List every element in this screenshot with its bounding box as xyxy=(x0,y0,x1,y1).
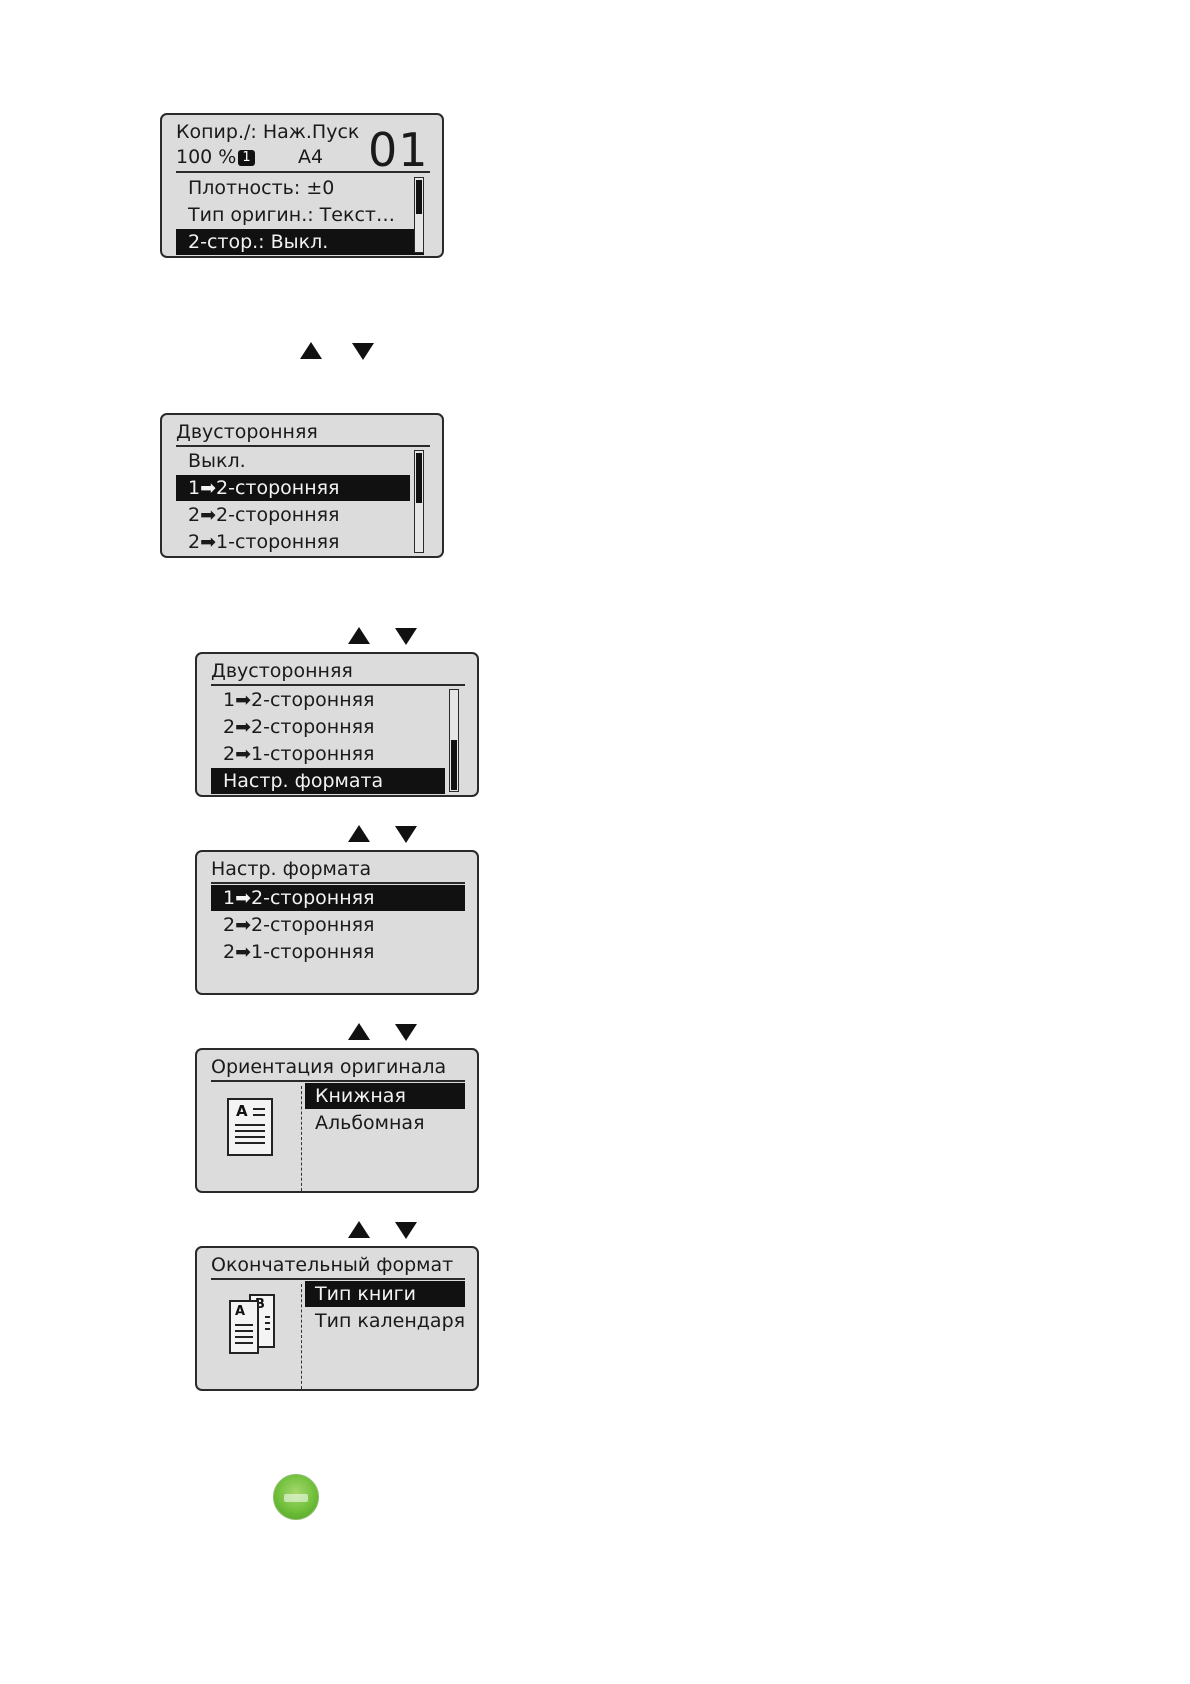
doc-line xyxy=(253,1114,265,1116)
down-arrow-icon xyxy=(395,826,417,843)
down-arrow-icon xyxy=(395,1222,417,1239)
lcd-two-sided-menu: Двусторонняя Выкл. 1➡2-сторонняя 2➡2-сто… xyxy=(160,413,444,558)
option-2-to-2-sided[interactable]: 2➡2-сторонняя xyxy=(223,914,375,936)
lcd-row-two-sided[interactable]: 2-стор.: Выкл. xyxy=(176,229,424,255)
option-1-to-2-sided[interactable]: 1➡2-сторонняя xyxy=(176,475,410,501)
lcd-title: Двусторонняя xyxy=(176,419,430,447)
doc-line xyxy=(265,1316,270,1318)
doc-letter: B xyxy=(255,1297,265,1312)
lcd-row-density[interactable]: Плотность: ±0 xyxy=(188,177,335,199)
lcd-title: Окончательный формат xyxy=(211,1252,465,1280)
header-divider xyxy=(176,171,430,173)
doc-line xyxy=(235,1136,265,1138)
up-arrow-icon xyxy=(300,342,322,359)
paper-source-badge: 1 xyxy=(238,150,255,166)
lcd-format-settings: Настр. формата 1➡2-сторонняя 2➡2-сторонн… xyxy=(195,850,479,995)
copy-header-text: Копир./: Наж.Пуск xyxy=(176,121,360,143)
lcd-two-sided-menu-scrolled: Двусторонняя 1➡2-сторонняя 2➡2-сторонняя… xyxy=(195,652,479,797)
lcd-finishing-format: Окончательный формат B A Тип книги Тип к… xyxy=(195,1246,479,1391)
green-round-icon xyxy=(273,1474,319,1520)
down-arrow-icon xyxy=(395,628,417,645)
up-arrow-icon xyxy=(348,627,370,644)
up-arrow-icon xyxy=(348,825,370,842)
down-arrow-icon xyxy=(395,1024,417,1041)
scrollbar[interactable] xyxy=(414,450,424,553)
doc-line xyxy=(265,1322,270,1324)
option-2-to-1-sided[interactable]: 2➡1-сторонняя xyxy=(188,531,340,553)
option-2-to-2-sided[interactable]: 2➡2-сторонняя xyxy=(188,504,340,526)
copies-count: 01 xyxy=(368,123,429,177)
lcd-original-orientation: Ориентация оригинала A Книжная Альбомная xyxy=(195,1048,479,1193)
lcd-title: Настр. формата xyxy=(211,856,465,884)
doc-line xyxy=(235,1324,253,1326)
lcd-copy-main: Копир./: Наж.Пуск 100 %1 A4 01 Плотность… xyxy=(160,113,444,258)
doc-letter: A xyxy=(236,1102,248,1120)
option-2-to-1-sided[interactable]: 2➡1-сторонняя xyxy=(223,743,375,765)
scrollbar[interactable] xyxy=(414,177,424,253)
zoom-value: 100 % xyxy=(176,146,237,168)
option-off[interactable]: Выкл. xyxy=(188,450,246,472)
portrait-document-icon: A xyxy=(227,1098,273,1156)
pane-divider xyxy=(301,1086,302,1191)
doc-line xyxy=(235,1130,265,1132)
down-arrow-icon xyxy=(352,343,374,360)
up-arrow-icon xyxy=(348,1221,370,1238)
book-front-page: A xyxy=(229,1300,259,1354)
doc-line xyxy=(235,1124,265,1126)
option-book-type[interactable]: Тип книги xyxy=(305,1281,465,1307)
doc-line xyxy=(235,1142,265,1144)
option-portrait[interactable]: Книжная xyxy=(305,1083,465,1109)
pane-divider xyxy=(301,1284,302,1389)
book-layout-icon: B A xyxy=(229,1294,277,1354)
doc-line xyxy=(265,1328,270,1330)
option-1-to-2-sided[interactable]: 1➡2-сторонняя xyxy=(211,885,465,911)
scroll-thumb[interactable] xyxy=(416,453,422,503)
lcd-title: Ориентация оригинала xyxy=(211,1054,465,1082)
option-format-settings[interactable]: Настр. формата xyxy=(211,768,445,794)
doc-line xyxy=(235,1342,253,1344)
doc-line xyxy=(253,1108,265,1110)
option-2-to-1-sided[interactable]: 2➡1-сторонняя xyxy=(223,941,375,963)
lcd-row-original-type[interactable]: Тип оригин.: Текст… xyxy=(188,204,395,226)
up-arrow-icon xyxy=(348,1023,370,1040)
option-landscape[interactable]: Альбомная xyxy=(315,1112,425,1134)
doc-line xyxy=(235,1336,253,1338)
paper-size: A4 xyxy=(298,146,324,168)
option-calendar-type[interactable]: Тип календаря xyxy=(315,1310,466,1332)
zoom-ratio: 100 %1 xyxy=(176,144,255,170)
scroll-thumb[interactable] xyxy=(416,180,422,214)
scroll-thumb[interactable] xyxy=(451,740,457,790)
scrollbar[interactable] xyxy=(449,689,459,792)
option-2-to-2-sided[interactable]: 2➡2-сторонняя xyxy=(223,716,375,738)
doc-line xyxy=(235,1330,253,1332)
option-1-to-2-sided[interactable]: 1➡2-сторонняя xyxy=(223,689,375,711)
doc-letter: A xyxy=(235,1304,246,1319)
lcd-title: Двусторонняя xyxy=(211,658,465,686)
